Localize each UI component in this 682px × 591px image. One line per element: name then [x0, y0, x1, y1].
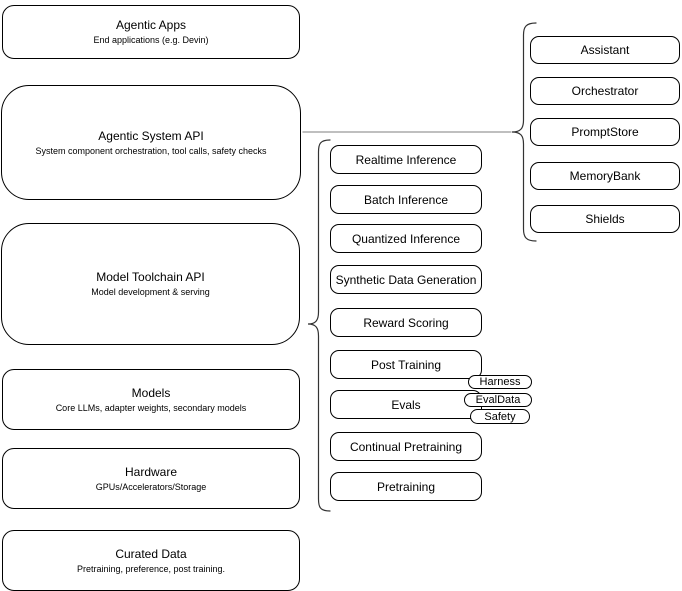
toolchain-item-label: Realtime Inference	[355, 152, 457, 167]
box-title: Model Toolchain API	[96, 270, 205, 284]
toolchain-item-pretraining: Pretraining	[330, 472, 482, 501]
box-model-toolchain-api: Model Toolchain API Model development & …	[1, 223, 300, 345]
toolchain-item-batch-inference: Batch Inference	[330, 185, 482, 214]
eval-tag-label: EvalData	[475, 394, 521, 406]
toolchain-item-realtime-inference: Realtime Inference	[330, 145, 482, 174]
toolchain-item-label: Post Training	[370, 357, 442, 372]
toolchain-item-reward-scoring: Reward Scoring	[330, 308, 482, 337]
toolchain-item-label: Pretraining	[376, 479, 436, 494]
eval-tag-evaldata: EvalData	[464, 393, 532, 407]
toolchain-item-evals: Evals	[330, 390, 482, 419]
eval-tag-harness: Harness	[468, 375, 532, 389]
box-title: Agentic Apps	[115, 18, 187, 32]
box-hardware: Hardware GPUs/Accelerators/Storage	[2, 448, 300, 509]
box-title: Models	[131, 385, 171, 400]
toolchain-item-label: Continual Pretraining	[349, 439, 463, 454]
system-item-label: PromptStore	[571, 125, 639, 139]
box-title: Agentic System API	[98, 128, 204, 143]
box-subtitle: Model development & serving	[91, 287, 210, 297]
system-item-orchestrator: Orchestrator	[530, 77, 680, 105]
system-item-shields: Shields	[530, 205, 680, 233]
box-subtitle: GPUs/Accelerators/Storage	[95, 481, 207, 492]
toolchain-bracket	[307, 139, 331, 512]
eval-tag-safety: Safety	[470, 409, 530, 424]
box-curated-data: Curated Data Pretraining, preference, po…	[2, 530, 300, 591]
eval-tag-label: Harness	[479, 376, 521, 388]
toolchain-item-label: Evals	[391, 397, 421, 412]
toolchain-item-synthetic-data-generation: Synthetic Data Generation	[330, 265, 482, 294]
toolchain-item-quantized-inference: Quantized Inference	[330, 224, 482, 253]
system-item-label: Orchestrator	[571, 84, 639, 98]
box-title: Hardware	[124, 464, 178, 479]
system-item-assistant: Assistant	[530, 36, 680, 64]
box-models: Models Core LLMs, adapter weights, secon…	[2, 369, 300, 430]
system-components-bracket	[511, 22, 537, 242]
box-agentic-apps: Agentic Apps End applications (e.g. Devi…	[2, 5, 300, 59]
toolchain-item-label: Synthetic Data Generation	[335, 272, 477, 287]
box-title: Curated Data	[115, 546, 187, 561]
box-subtitle: Core LLMs, adapter weights, secondary mo…	[55, 402, 247, 413]
system-item-promptstore: PromptStore	[530, 118, 680, 146]
toolchain-item-label: Quantized Inference	[351, 231, 461, 246]
system-item-label: Assistant	[580, 43, 630, 57]
toolchain-item-continual-pretraining: Continual Pretraining	[330, 432, 482, 461]
toolchain-item-label: Reward Scoring	[363, 315, 449, 330]
eval-tag-label: Safety	[484, 410, 516, 423]
box-agentic-system-api: Agentic System API System component orch…	[1, 85, 301, 200]
system-item-memorybank: MemoryBank	[530, 162, 680, 190]
system-item-label: MemoryBank	[569, 169, 641, 183]
box-subtitle: End applications (e.g. Devin)	[93, 35, 209, 45]
toolchain-item-post-training: Post Training	[330, 350, 482, 379]
system-item-label: Shields	[585, 212, 625, 226]
toolchain-item-label: Batch Inference	[363, 192, 449, 207]
box-subtitle: Pretraining, preference, post training.	[76, 563, 226, 574]
box-subtitle: System component orchestration, tool cal…	[35, 145, 267, 156]
